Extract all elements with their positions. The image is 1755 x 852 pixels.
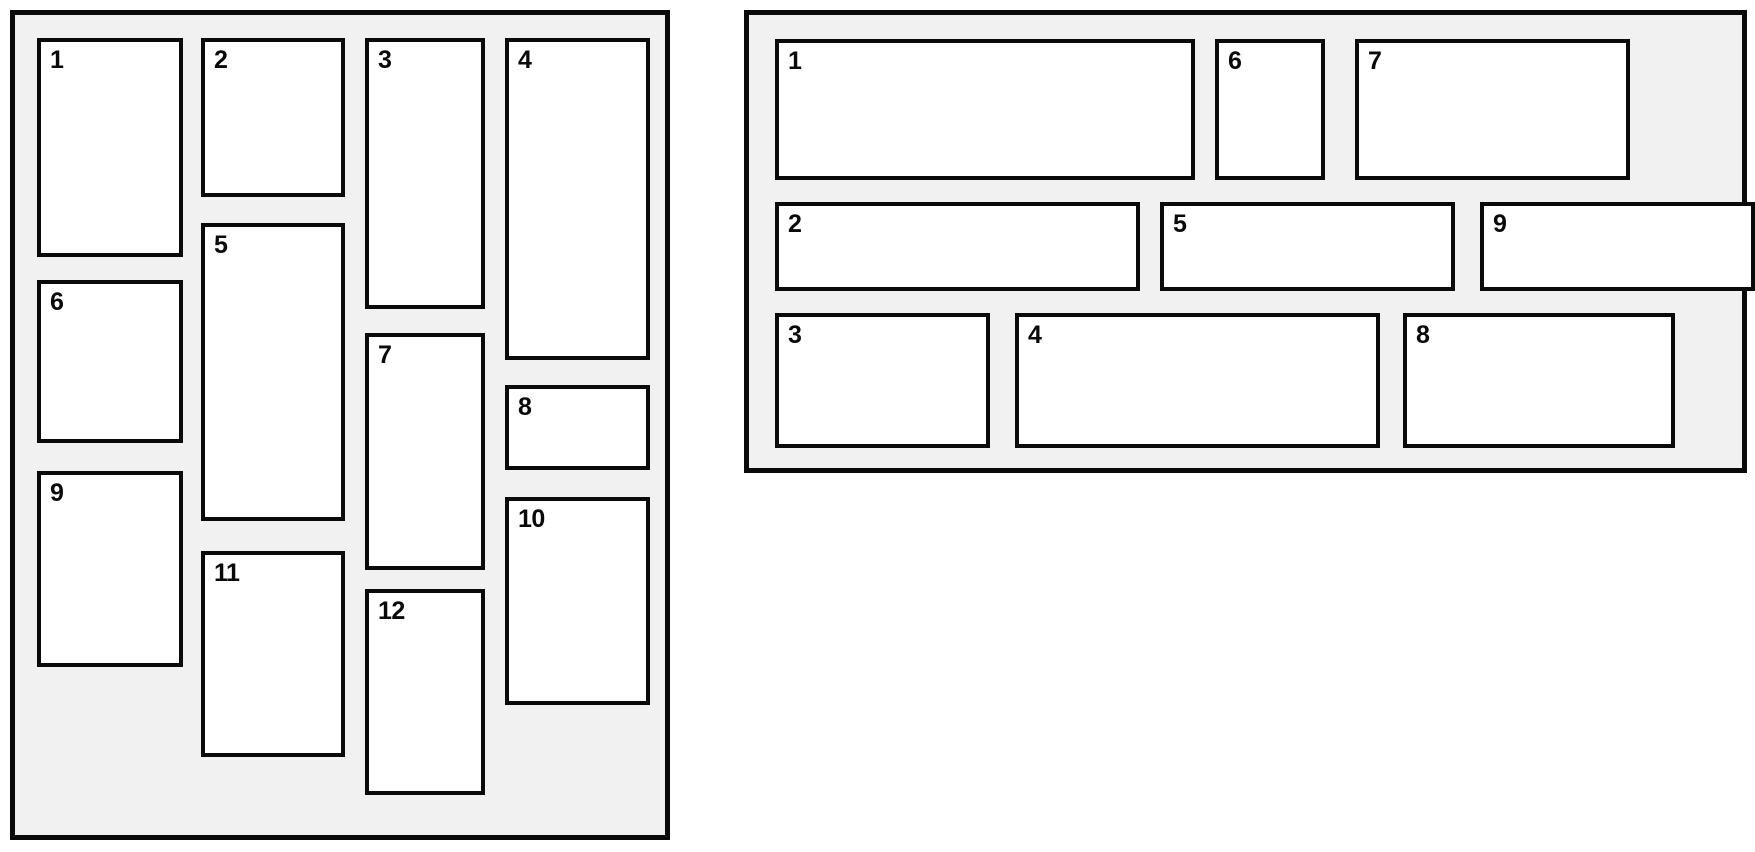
region-box-label: 2 [214, 46, 228, 74]
region-box-7[interactable]: 7 [1355, 39, 1630, 180]
region-box-label: 1 [50, 46, 64, 74]
region-box-3[interactable]: 3 [365, 38, 485, 309]
region-box-7[interactable]: 7 [365, 333, 485, 570]
region-box-6[interactable]: 6 [37, 280, 183, 443]
region-box-label: 4 [518, 46, 532, 74]
region-box-label: 7 [1368, 47, 1382, 75]
region-box-11[interactable]: 11 [201, 551, 345, 757]
region-box-label: 1 [788, 47, 802, 75]
region-box-8[interactable]: 8 [505, 385, 650, 470]
region-box-8[interactable]: 8 [1403, 313, 1675, 448]
region-box-6[interactable]: 6 [1215, 39, 1325, 180]
region-box-label: 3 [378, 46, 392, 74]
region-box-label: 6 [50, 288, 64, 316]
region-box-label: 2 [788, 210, 802, 238]
region-box-9[interactable]: 9 [1480, 202, 1755, 291]
region-box-3[interactable]: 3 [775, 313, 990, 448]
region-box-label: 3 [788, 321, 802, 349]
right-panel: 1 6 7 2 5 9 3 4 8 [744, 10, 1755, 473]
region-box-4[interactable]: 4 [1015, 313, 1380, 448]
region-box-2[interactable]: 2 [201, 38, 345, 197]
region-box-label: 5 [214, 231, 228, 259]
region-box-9[interactable]: 9 [37, 471, 183, 667]
region-box-4[interactable]: 4 [505, 38, 650, 360]
region-box-label: 6 [1228, 47, 1242, 75]
region-box-label: 9 [1493, 210, 1507, 238]
region-box-label: 5 [1173, 210, 1187, 238]
region-box-label: 8 [518, 393, 532, 421]
region-box-label: 11 [214, 559, 240, 587]
region-box-2[interactable]: 2 [775, 202, 1140, 291]
region-box-label: 4 [1028, 321, 1042, 349]
region-box-label: 8 [1416, 321, 1430, 349]
region-box-label: 12 [378, 597, 405, 625]
region-box-12[interactable]: 12 [365, 589, 485, 795]
region-box-5[interactable]: 5 [201, 223, 345, 521]
region-box-10[interactable]: 10 [505, 497, 650, 705]
region-box-5[interactable]: 5 [1160, 202, 1455, 291]
region-box-1[interactable]: 1 [37, 38, 183, 257]
region-box-label: 7 [378, 341, 392, 369]
region-box-label: 10 [518, 505, 545, 533]
region-box-label: 9 [50, 479, 64, 507]
region-box-1[interactable]: 1 [775, 39, 1195, 180]
